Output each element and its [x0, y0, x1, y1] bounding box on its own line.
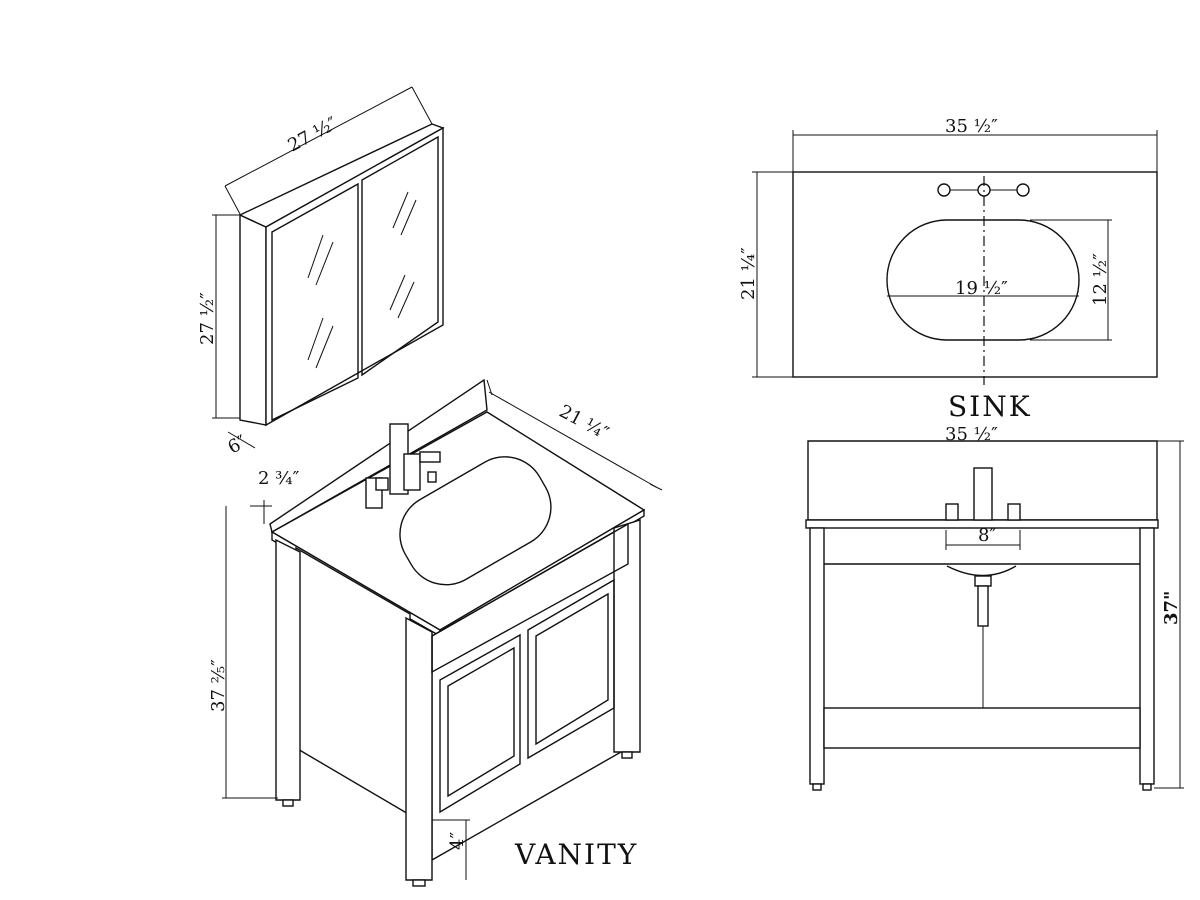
basin-width-label: 19 ½″	[955, 278, 1008, 299]
faucet-icon	[365, 423, 441, 509]
mirror-depth-label: 6″	[224, 431, 250, 458]
sink-width-label: 35 ½″	[945, 116, 998, 137]
mirror-reflection-marks	[307, 191, 417, 369]
leg-height-label: 4″	[447, 832, 468, 850]
mirror-width-label: 27 ½″	[284, 113, 341, 156]
mirror-cabinet: 27 ½″ 27 ½″ 6″	[197, 86, 445, 458]
faucet-spread-label: 8″	[978, 525, 996, 546]
front-height-label: 37"	[1161, 591, 1182, 625]
faucet-holes-icon	[937, 183, 1030, 197]
drain-pipe-icon	[946, 565, 1017, 708]
sink-title: SINK	[948, 390, 1032, 423]
backsplash-label: 2 ¾″	[258, 468, 300, 489]
front-faucet-icon	[945, 467, 1021, 521]
vanity-title: VANITY	[514, 838, 638, 871]
sink-depth-label: 21 ¼″	[738, 247, 759, 300]
basin-depth-label: 12 ½″	[1090, 253, 1111, 306]
vanity-height-label: 37 ⅖″	[208, 659, 229, 712]
mirror-height-label: 27 ½″	[197, 292, 218, 345]
sink-top-view: 35 ½″ 21 ¼″ 19 ½″ 12 ½″ SINK	[738, 116, 1158, 423]
vanity-depth-label: 21 ¼″	[556, 401, 613, 444]
vanity-isometric: 21 ¼″ 2 ¾″ 37 ⅖″ 4″ VANITY	[208, 378, 663, 887]
front-width-label: 35 ½″	[945, 424, 998, 445]
vanity-front-view: 35 ½″ 8″ 37"	[805, 424, 1184, 791]
